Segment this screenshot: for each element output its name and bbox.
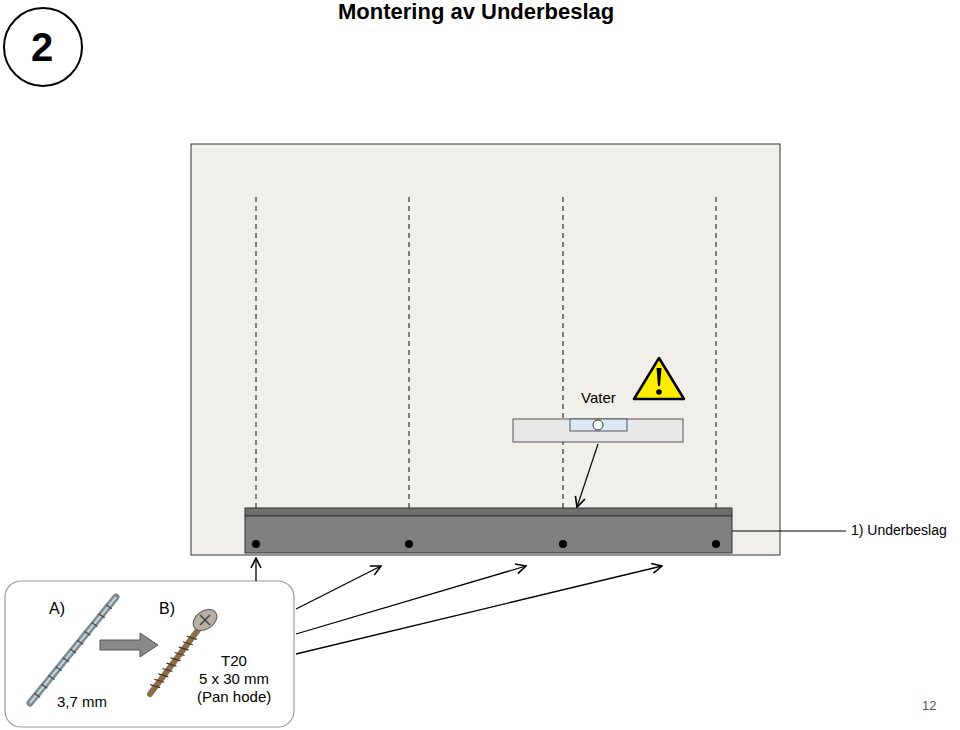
step-circle: 2: [3, 7, 83, 87]
level-arrow: [577, 444, 598, 507]
part-callout: 1) Underbeslag: [851, 523, 947, 538]
level-label: Vater: [513, 388, 683, 442]
screw-size: 5 x 30 mm: [199, 671, 269, 688]
screw-head: (Pan hode): [197, 689, 271, 706]
level-name: Vater: [581, 390, 616, 407]
step-number: 2: [31, 25, 53, 69]
page-number: 12: [922, 699, 936, 713]
level-vial: [570, 419, 627, 431]
inset-panel: [5, 581, 294, 727]
screw-holes: [252, 540, 720, 548]
bracket-flange: [245, 508, 732, 516]
stud-lines: [256, 197, 716, 508]
screw-arrows: [256, 558, 662, 654]
step-arrow: [100, 633, 158, 657]
warning-symbol: [634, 358, 684, 399]
screw-drive: T20: [221, 653, 247, 670]
leader-line: [732, 531, 846, 532]
spirit-level: [513, 419, 683, 442]
part-letter: A): [49, 600, 65, 618]
bracket-body: [245, 516, 732, 553]
wall-panel: [191, 144, 780, 555]
page-title: Montering av Underbeslag: [338, 0, 614, 24]
drill-size: 3,7 mm: [57, 694, 107, 711]
inset-parts: A) 3,7 mm B) T205 x 30 mm(Pan hode): [5, 581, 294, 727]
part-letter: B): [159, 600, 175, 618]
level-bubble: [593, 420, 603, 430]
